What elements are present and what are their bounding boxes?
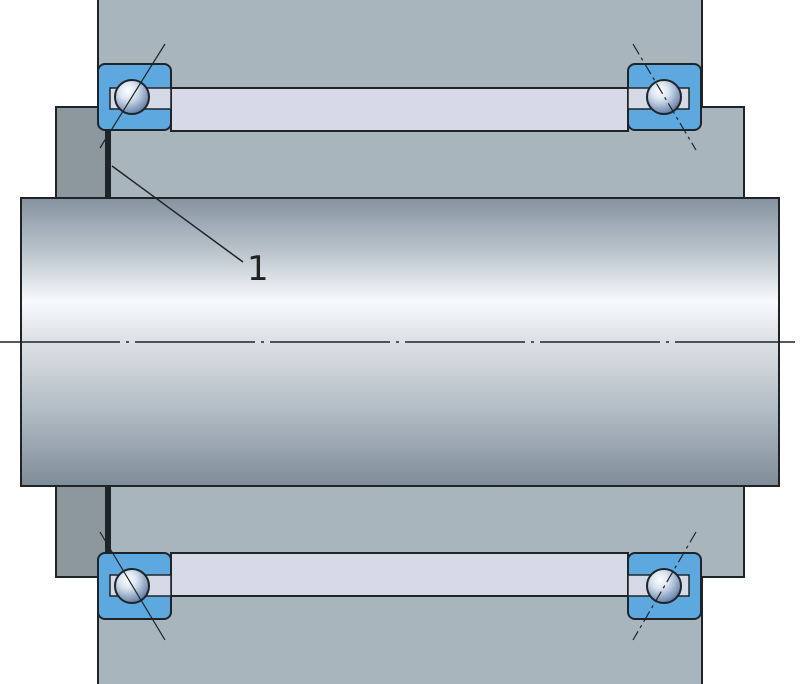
callout-1: 1	[111, 165, 269, 289]
spacer-sleeve	[170, 87, 629, 597]
shim-ring	[106, 130, 111, 553]
contact-angle-line	[632, 43, 697, 151]
callout-leader-line	[111, 165, 244, 263]
shim-lower	[106, 486, 111, 553]
bearing-top-right	[627, 43, 702, 151]
spacer-lower	[170, 552, 629, 597]
contact-angle-line	[99, 43, 166, 149]
contact-angle-line	[99, 531, 166, 641]
spacer-upper	[170, 87, 629, 132]
shim-upper	[106, 130, 111, 198]
callout-label: 1	[247, 249, 269, 289]
bearing-bottom-right	[627, 531, 702, 641]
shaft-body	[20, 197, 780, 487]
contact-angle-line	[632, 531, 697, 641]
shaft	[20, 197, 780, 487]
bearing-top-left	[97, 43, 172, 149]
bearing-ball	[646, 79, 682, 115]
bearing-bottom-left	[97, 531, 172, 641]
